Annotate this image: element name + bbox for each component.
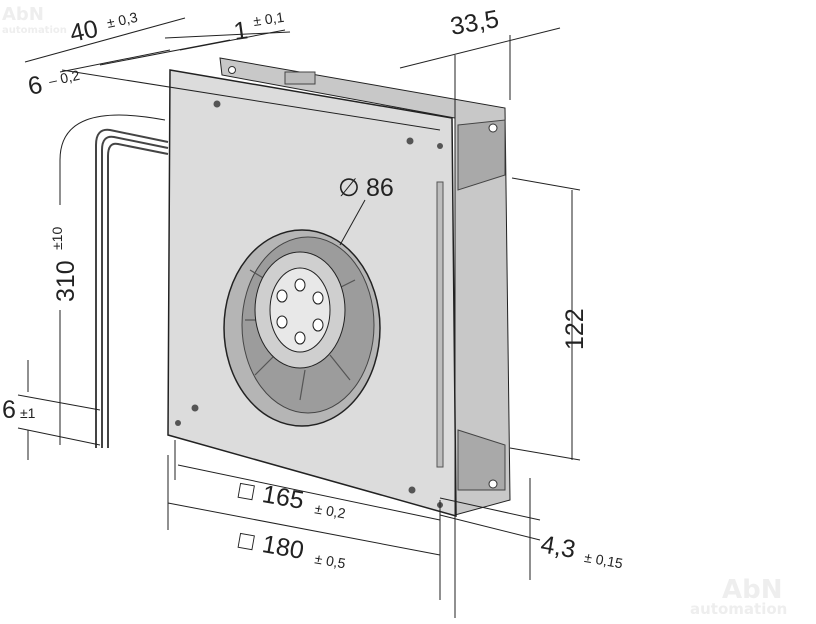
svg-text:4,3: 4,3 [539, 530, 578, 564]
svg-text:± 0,2: ± 0,2 [313, 500, 347, 521]
svg-text:1: 1 [232, 16, 250, 46]
svg-text:± 0,1: ± 0,1 [252, 9, 285, 29]
svg-text:± 0,5: ± 0,5 [313, 550, 347, 571]
svg-text:±10: ±10 [49, 227, 65, 250]
cables [95, 128, 169, 448]
svg-text:automation: automation [690, 600, 787, 618]
dim-1: 1 ± 0,1 [232, 9, 285, 46]
dim-180: □ 180 ± 0,5 [236, 526, 347, 572]
svg-text:86: 86 [366, 174, 394, 202]
impeller [223, 229, 381, 427]
svg-text:165: 165 [260, 480, 306, 515]
dim-4-3: 4,3 ± 0,15 [539, 530, 625, 572]
dimension-lines [17, 17, 581, 618]
svg-text:∅: ∅ [338, 174, 360, 202]
watermark-bottom-right: AbN automation [690, 575, 787, 618]
svg-text:± 0,15: ± 0,15 [583, 549, 624, 572]
svg-text:AbN: AbN [722, 575, 783, 605]
svg-text:6: 6 [25, 71, 44, 101]
svg-text:6: 6 [2, 396, 16, 424]
dim-310: 310 ±10 [49, 227, 80, 302]
svg-text:□: □ [236, 526, 257, 556]
dim-122: 122 [561, 308, 589, 350]
svg-text:± 0,3: ± 0,3 [105, 9, 139, 31]
svg-text:310: 310 [52, 260, 80, 302]
dim-6-strip: 6 ±1 [2, 396, 36, 424]
watermark-top-left: AbN automation [2, 4, 67, 36]
fan-housing [219, 57, 511, 516]
svg-text:automation: automation [2, 25, 67, 36]
svg-text:– 0,2: – 0,2 [47, 67, 81, 89]
dim-40: 40 ± 0,3 [67, 9, 139, 48]
dim-33-5: 33,5 [448, 5, 501, 41]
svg-text:±1: ±1 [20, 405, 36, 421]
dim-6-offset: 6 – 0,2 [25, 67, 81, 101]
svg-text:AbN: AbN [2, 4, 44, 25]
dim-165: □ 165 ± 0,2 [236, 476, 347, 522]
svg-text:□: □ [236, 476, 257, 506]
dim-diameter-86: ∅ 86 [338, 174, 394, 202]
svg-text:40: 40 [67, 15, 100, 48]
svg-text:180: 180 [260, 530, 306, 565]
